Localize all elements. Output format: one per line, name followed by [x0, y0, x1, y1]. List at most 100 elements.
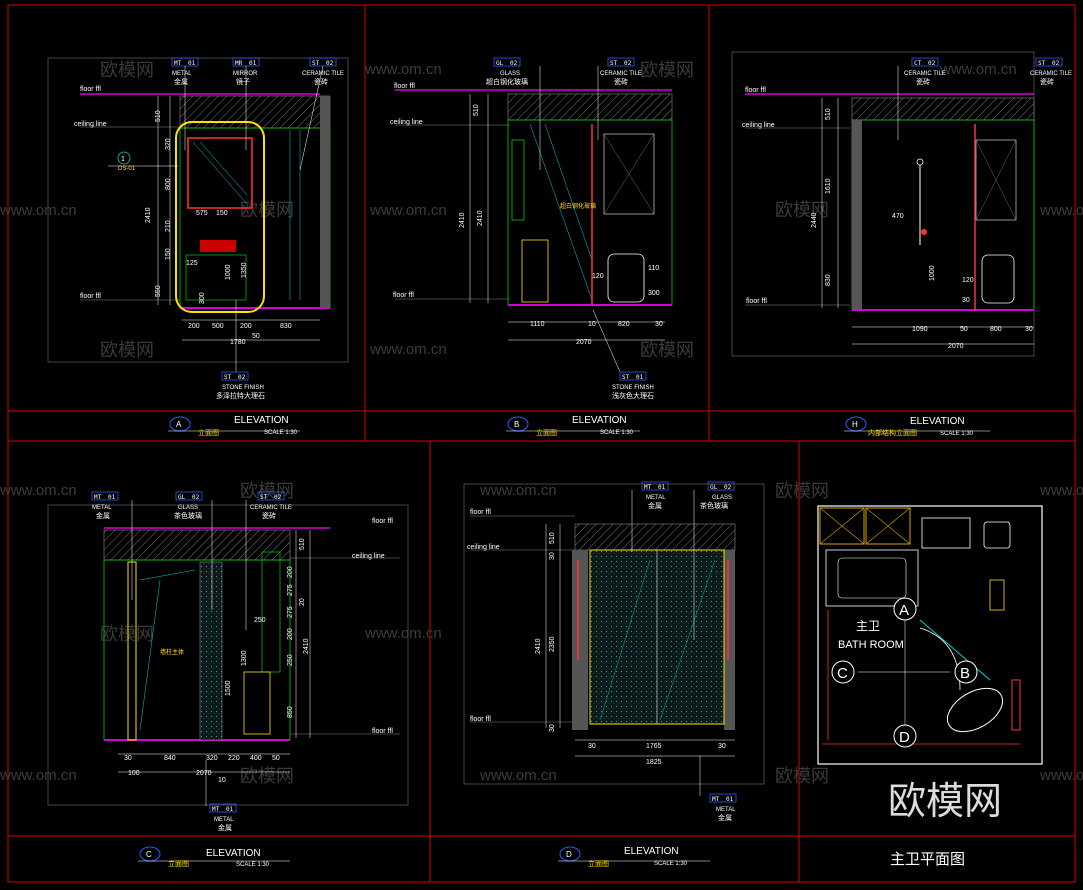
svg-text:01: 01	[249, 60, 257, 67]
panel-elevation-a: floor ffl ceiling line floor ffl 200 500…	[47, 57, 349, 437]
brand-logo: 欧模网	[888, 781, 1002, 823]
tag-ct02: CT 02 CERAMIC TILE 瓷砖	[897, 57, 946, 140]
svg-text:02: 02	[1052, 60, 1060, 67]
level-label: ceiling line	[74, 121, 107, 128]
svg-text:MT: MT	[212, 806, 220, 813]
dim-text: 830	[280, 323, 292, 330]
level-label: floor ffl	[372, 518, 393, 525]
svg-text:MT: MT	[174, 60, 182, 67]
dim-text: 470	[892, 213, 904, 220]
dim-text: 400	[250, 755, 262, 762]
dim-text: 200	[240, 323, 252, 330]
dim-text: 50	[252, 333, 260, 340]
svg-text:GLASS: GLASS	[712, 495, 732, 501]
svg-text:02: 02	[510, 60, 518, 67]
svg-text:CERAMIC TILE: CERAMIC TILE	[250, 505, 292, 511]
svg-text:CERAMIC TILE: CERAMIC TILE	[302, 71, 344, 77]
svg-text:ST: ST	[312, 60, 320, 67]
watermark-brand: 欧模网	[240, 481, 294, 501]
level-label: floor ffl	[746, 298, 767, 305]
svg-text:GL: GL	[178, 494, 186, 501]
svg-text:01: 01	[726, 796, 734, 803]
panel-scale: SCALE 1:30	[940, 431, 974, 437]
dim-text: 30	[962, 297, 970, 304]
svg-text:金属: 金属	[96, 511, 110, 520]
dim-text: 1300	[241, 650, 248, 666]
dim-text: 50	[960, 326, 968, 333]
panel-elevation-d: floor ffl ceiling line floor ffl 30 1765…	[463, 481, 765, 868]
watermark-brand: 欧模网	[775, 200, 829, 220]
svg-text:GL: GL	[496, 60, 504, 67]
dim-text: 275	[287, 584, 294, 596]
svg-text:METAL: METAL	[646, 495, 666, 501]
svg-text:A: A	[899, 602, 909, 619]
dim-text: 220	[228, 755, 240, 762]
dim-text: 550	[155, 285, 162, 297]
sheet-frame	[7, 4, 1076, 883]
dim-text: 1000	[929, 265, 936, 281]
dim-text: 250	[254, 617, 266, 624]
svg-text:01: 01	[636, 374, 644, 381]
svg-text:茶色玻璃: 茶色玻璃	[700, 501, 728, 510]
dim-text: 800	[165, 178, 172, 190]
svg-text:METAL: METAL	[92, 505, 112, 511]
dim-text: 510	[825, 108, 832, 120]
panel-title: ELEVATION	[624, 846, 679, 857]
dim-text: 320	[206, 755, 218, 762]
panel-scale: SCALE 1:30	[236, 862, 270, 868]
tag-mr01: MR 01 MIRROR 镜子	[232, 57, 260, 150]
level-label: floor ffl	[393, 292, 414, 299]
dim-text: 2410	[477, 210, 484, 226]
dim-text: 510	[299, 538, 306, 550]
tag-st02-h: ST 02 CERAMIC TILE 瓷砖	[1030, 57, 1072, 86]
svg-text:ST: ST	[224, 374, 232, 381]
tag-st02-b: ST 02 CERAMIC TILE 瓷砖	[597, 57, 642, 140]
svg-text:ST: ST	[1038, 60, 1046, 67]
tag-bottom-st01: ST 01 STONE FINISH 浅灰色大理石	[592, 309, 654, 400]
svg-text:01: 01	[226, 806, 234, 813]
watermark-site: www.om.cn	[1039, 482, 1083, 499]
svg-text:MT: MT	[644, 484, 652, 491]
panel-scale: SCALE 1:30	[264, 430, 298, 436]
svg-text:茶色玻璃: 茶色玻璃	[174, 511, 202, 520]
level-label: floor ffl	[394, 83, 415, 90]
dim-text: 30	[588, 743, 596, 750]
panel-scale: SCALE 1:30	[600, 430, 634, 436]
tag-gl02: GL 02 GLASS 超白钢化玻璃	[486, 57, 541, 170]
watermark-site: www.om.cn	[0, 767, 77, 784]
plan-title: 主卫平面图	[890, 851, 965, 868]
panel-title-c: C ELEVATION 立面图 SCALE 1:30	[138, 846, 290, 868]
dim-text: 275	[287, 606, 294, 618]
dim-text: 2410	[459, 212, 466, 228]
svg-text:浅灰色大理石: 浅灰色大理石	[612, 391, 654, 400]
svg-text:C: C	[146, 850, 152, 859]
svg-text:瓷砖: 瓷砖	[916, 77, 930, 86]
dim-text: 100	[128, 770, 140, 777]
watermark-site: www.om.cn	[939, 61, 1017, 78]
level-label: ceiling line	[352, 553, 385, 560]
room-name-en: BATH ROOM	[838, 639, 904, 651]
svg-text:STONE FINISH: STONE FINISH	[222, 385, 264, 391]
svg-text:D: D	[899, 729, 910, 746]
watermark-site: www.om.cn	[1039, 767, 1083, 784]
dim-text: 1090	[912, 326, 928, 333]
svg-text:多泽拉特大理石: 多泽拉特大理石	[216, 391, 265, 400]
svg-text:B: B	[960, 665, 970, 682]
watermark-brand: 欧模网	[100, 340, 154, 360]
dim-text: 300	[199, 292, 206, 304]
svg-text:镜子: 镜子	[236, 77, 250, 86]
svg-text:瓷砖: 瓷砖	[1040, 77, 1054, 86]
watermark-site: www.om.cn	[0, 482, 77, 499]
dim-text: 1350	[241, 262, 248, 278]
watermark-site: www.om.cn	[364, 625, 442, 642]
tag-mt01: MT 01 METAL 金属	[171, 57, 199, 150]
dim-text: 30	[655, 321, 663, 328]
tag-mt01-c: MT 01 METAL 金属	[91, 491, 133, 600]
svg-text:MT: MT	[712, 796, 720, 803]
svg-text:MR: MR	[235, 60, 243, 67]
panel-title: ELEVATION	[234, 415, 289, 426]
panel-elevation-h: floor ffl ceiling line floor ffl 1090 50…	[731, 51, 1072, 437]
watermark-brand: 欧模网	[100, 60, 154, 80]
svg-text:CT: CT	[914, 60, 922, 67]
dim-text: 850	[287, 706, 294, 718]
